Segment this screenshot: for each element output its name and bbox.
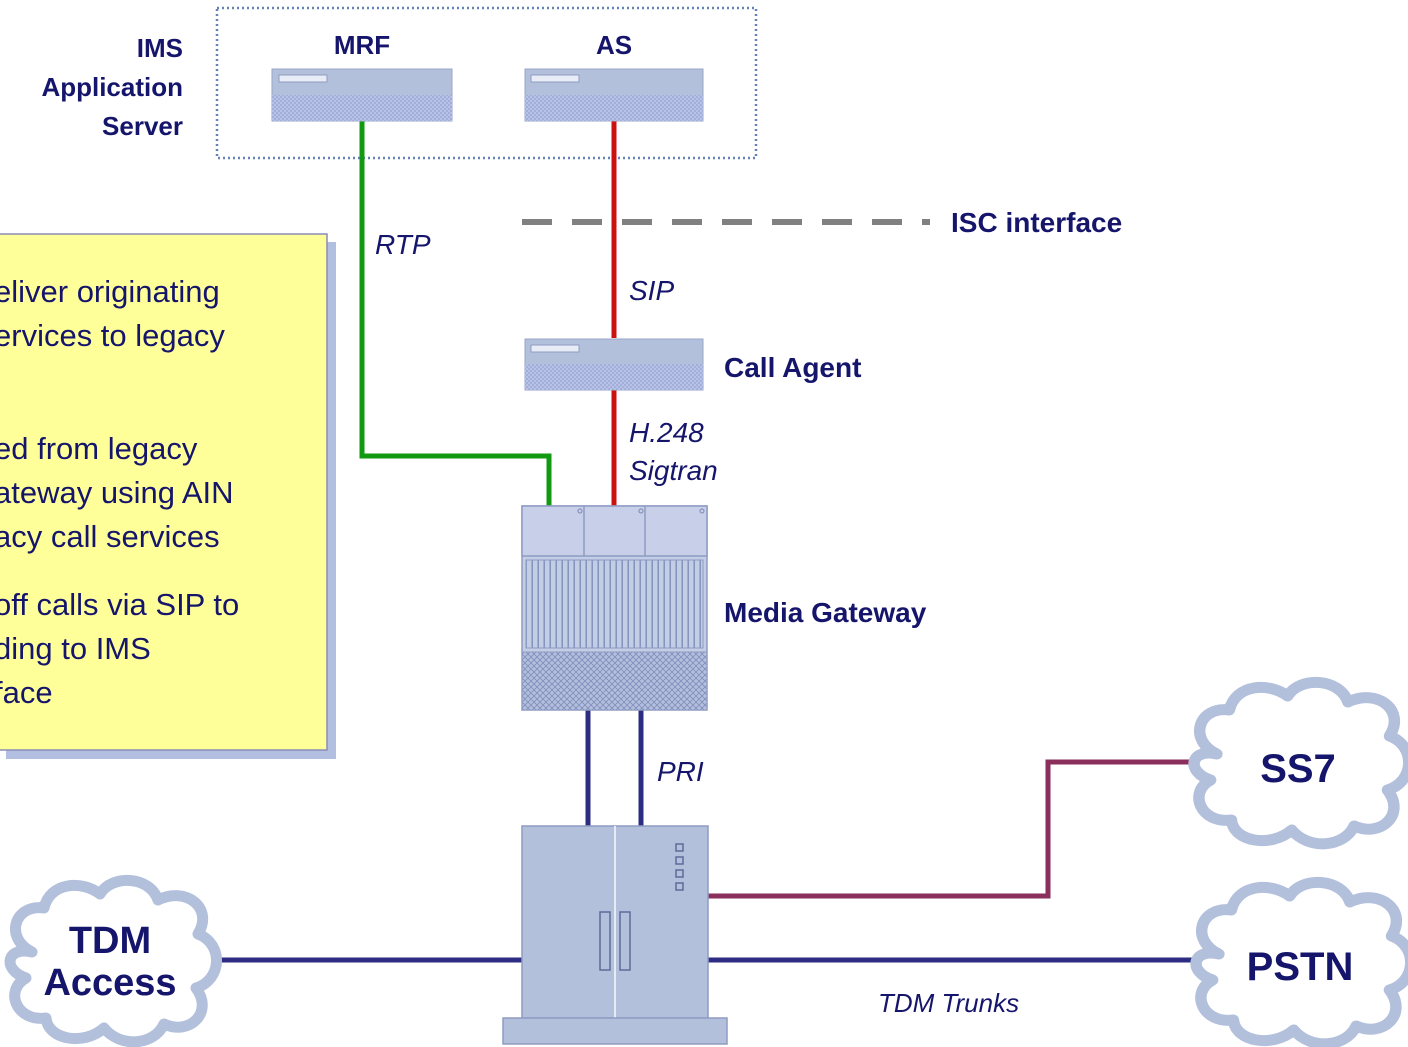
note-box: eliver originating ervices to legacy . e… [0, 233, 336, 759]
ss7-label: SS7 [1260, 747, 1336, 791]
tdm-trunks-label: TDM Trunks [878, 988, 1019, 1018]
call-agent-server [524, 338, 704, 391]
rtp-label: RTP [375, 229, 431, 260]
rtp-link [359, 120, 552, 508]
note-line: face [0, 675, 53, 710]
call-agent-label: Call Agent [724, 352, 861, 383]
pstn-cloud: PSTN [1196, 882, 1408, 1043]
as-server [524, 68, 704, 122]
mrf-label: MRF [334, 30, 390, 60]
note-line: off calls via SIP to [0, 587, 239, 622]
note-line: ding to IMS [0, 631, 151, 666]
note-line: ed from legacy [0, 431, 198, 466]
tdm-access-label-line: TDM [69, 920, 151, 962]
as-label: AS [596, 30, 632, 60]
mrf-server [271, 68, 453, 122]
pstn-label: PSTN [1247, 945, 1354, 989]
ims-label-line: IMS [137, 33, 183, 63]
legacy-switch-cabinet [502, 825, 728, 1045]
ims-label-line: Application [41, 72, 183, 102]
note-line: eliver originating [0, 274, 220, 309]
note-line: . [0, 362, 3, 397]
ss7-link [708, 759, 1192, 899]
ims-label-line: Server [102, 111, 183, 141]
media-gateway-device [521, 505, 708, 711]
ss7-cloud: SS7 [1194, 682, 1408, 843]
sigtran-label: Sigtran [629, 455, 718, 486]
isc-interface-label: ISC interface [951, 207, 1122, 238]
sip-label: SIP [629, 275, 674, 306]
h248-label: H.248 [629, 417, 704, 448]
ims-application-server-group: IMS Application Server MRF AS [41, 6, 758, 160]
pri-label: PRI [657, 756, 704, 787]
note-line: ervices to legacy [0, 318, 225, 353]
note-line: ateway using AIN [0, 475, 234, 510]
tdm-access-label-line: Access [43, 962, 176, 1004]
media-gateway-label: Media Gateway [724, 597, 927, 628]
tdm-access-cloud: TDM Access [10, 880, 216, 1041]
note-line: acy call services [0, 519, 220, 554]
